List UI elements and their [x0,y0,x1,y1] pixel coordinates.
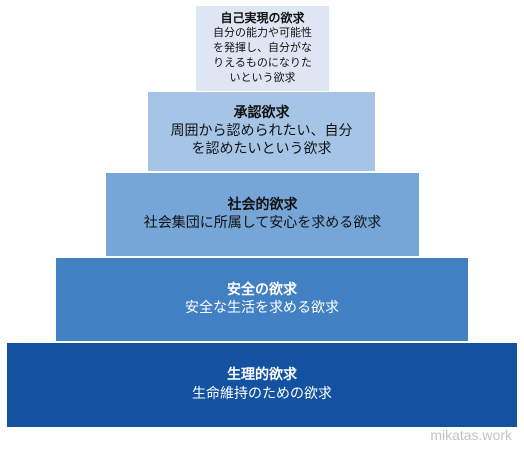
watermark: mikatas.work [430,427,512,443]
level-description: 生命維持のための欲求 [192,385,332,402]
level-title: 生理的欲求 [227,367,297,384]
level-title: 安全の欲求 [227,281,297,298]
pyramid-level-safety: 安全の欲求 安全な生活を求める欲求 [56,258,468,341]
level-title: 社会的欲求 [227,196,298,213]
pyramid-level-self-actualization: 自己実現の欲求 自分の能力や可能性 を発揮し、自分がな りえるものになりた いと… [196,6,329,91]
level-description: 自分の能力や可能性 を発揮し、自分がな りえるものになりた いという欲求 [213,26,312,84]
level-description: 周囲から認められたい、自分 を認めたいという欲求 [170,123,353,158]
level-title: 承認欲求 [233,104,290,121]
level-description: 安全な生活を求める欲求 [185,300,339,317]
pyramid-level-social: 社会的欲求 社会集団に所属して安心を求める欲求 [106,173,419,256]
level-title: 自己実現の欲求 [220,11,305,26]
pyramid-level-physiological: 生理的欲求 生命維持のための欲求 [7,343,517,427]
pyramid-level-esteem: 承認欲求 周囲から認められたい、自分 を認めたいという欲求 [148,92,375,171]
level-description: 社会集団に所属して安心を求める欲求 [143,215,382,232]
